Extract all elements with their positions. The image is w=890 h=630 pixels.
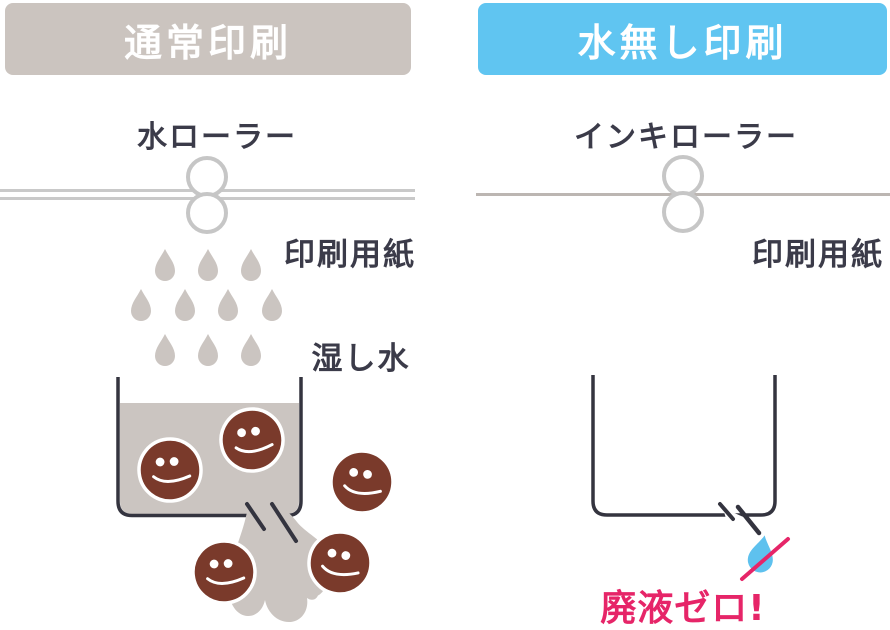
zero-waste-label: 廃液ゼロ!: [600, 588, 766, 629]
normal-printing-header: 通常印刷: [5, 3, 411, 75]
normal-printing-header-label: 通常印刷: [123, 20, 292, 65]
water-drop-icons: [131, 249, 282, 366]
waterless-printing-header: 水無し印刷: [478, 3, 887, 75]
tank-notch-edges: [245, 502, 298, 543]
water-roller-icon: [186, 156, 228, 234]
ink-roller-label: インキローラー: [574, 120, 798, 155]
paper-label-right: 印刷用紙: [752, 237, 884, 273]
dampening-water-label: 湿し水: [311, 341, 411, 377]
water-roller-label: 水ローラー: [137, 120, 297, 155]
empty-tank: [591, 375, 777, 517]
waterless-printing-header-label: 水無し印刷: [577, 20, 788, 65]
no-waste-drop-icon: [718, 502, 797, 591]
ink-roller-icon: [662, 155, 704, 233]
paper-label-left: 印刷用紙: [284, 237, 416, 273]
